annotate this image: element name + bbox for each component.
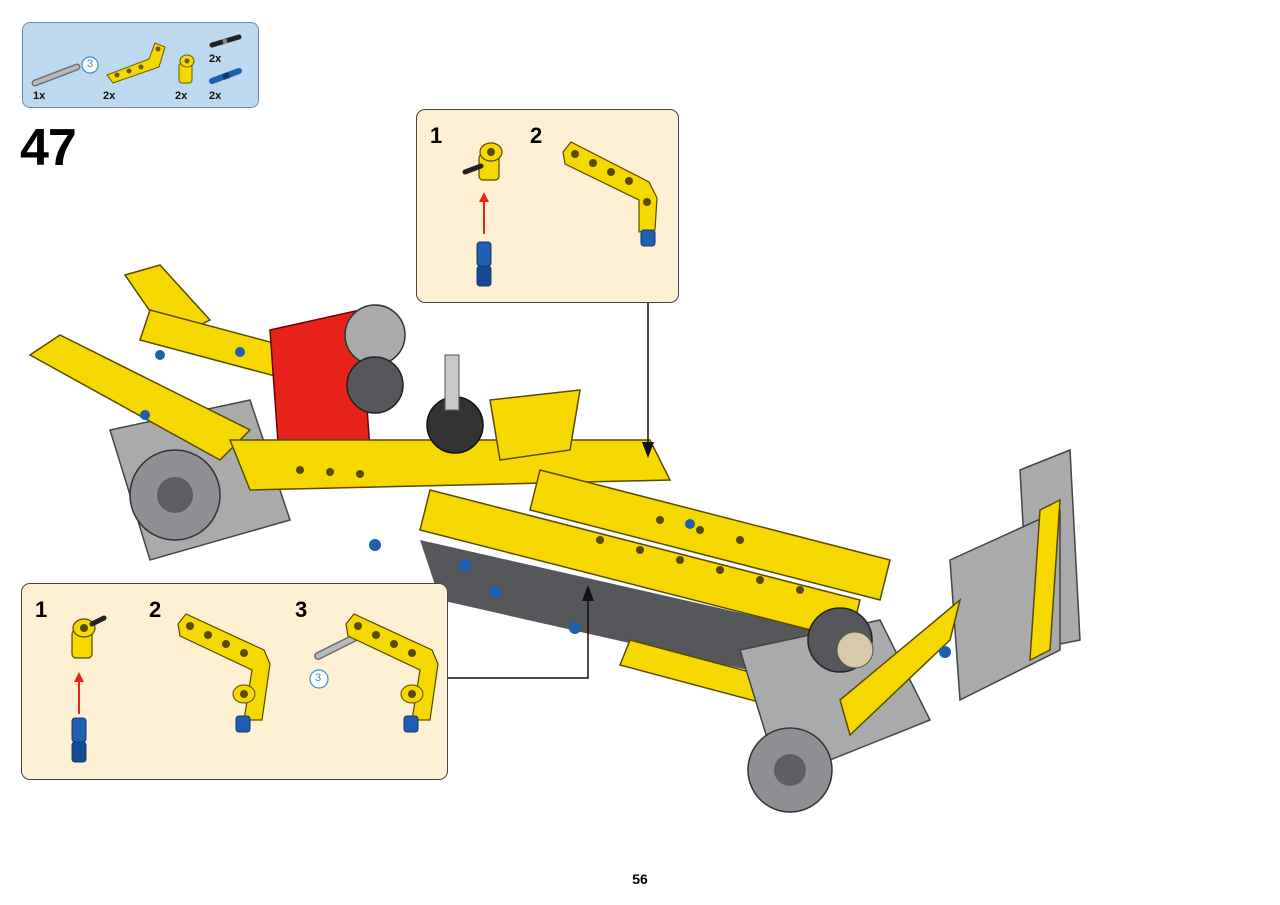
blue-pin-icon [209, 68, 242, 84]
black-pin-icon [209, 34, 242, 48]
yellow-angled-beam-icon [177, 613, 271, 733]
callout-box-top: 1 2 [416, 109, 679, 303]
blue-pin-icon [71, 717, 87, 763]
yellow-angled-beam-icon [345, 613, 439, 733]
page-number: 56 [632, 871, 648, 887]
yellow-connector-icon [71, 615, 107, 659]
substep-number: 2 [149, 597, 162, 622]
yellow-connector-icon [462, 142, 503, 181]
part-quantity: 2x [209, 53, 222, 65]
parts-list: 3 1x 2x 2x 2x 2x [22, 22, 259, 108]
assembly-arrow-icon [74, 672, 84, 714]
yellow-angled-beam-icon [562, 141, 658, 247]
substep-number: 1 [35, 597, 48, 622]
step-number: 47 [20, 119, 77, 177]
assembly-arrow-icon [479, 192, 489, 234]
yellow-connector-icon [178, 54, 195, 84]
axle-3-icon [31, 63, 81, 87]
part-quantity: 1x [33, 90, 46, 102]
callout-number: 3 [87, 58, 94, 70]
callout-box-bottom: 1 2 3 3 [21, 583, 448, 780]
part-quantity: 2x [103, 90, 116, 102]
yellow-angled-beam-icon [106, 42, 166, 84]
callout-circle-icon [81, 56, 99, 74]
part-quantity: 2x [175, 90, 188, 102]
callout-number: 3 [315, 672, 322, 684]
substep-number: 3 [295, 597, 308, 622]
substep-number: 2 [530, 123, 543, 148]
callout-circle-icon [309, 669, 329, 689]
blue-pin-icon [476, 241, 492, 287]
part-quantity: 2x [209, 90, 222, 102]
substep-number: 1 [430, 123, 443, 148]
